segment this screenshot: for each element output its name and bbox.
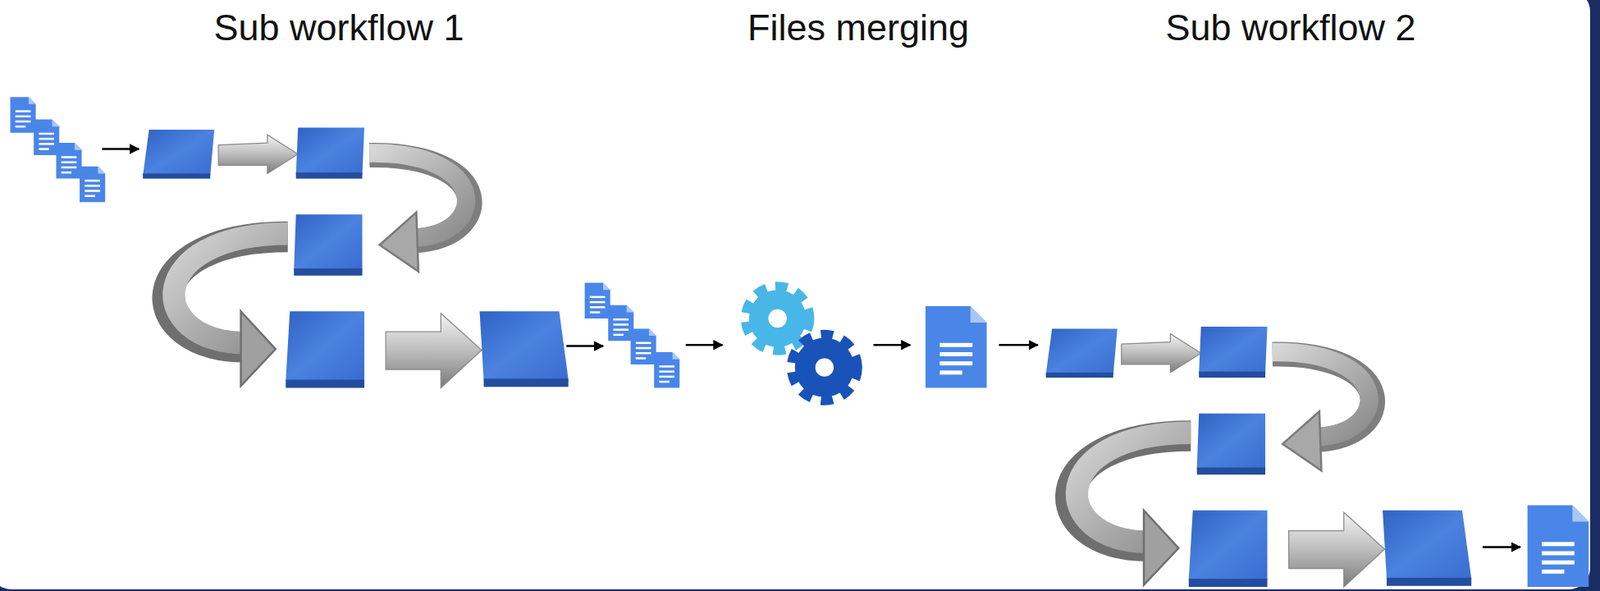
section-heading: Sub workflow 2 [1165,6,1416,50]
section-heading: Files merging [747,6,970,50]
section-heading: Sub workflow 1 [213,6,464,50]
gears [748,288,856,398]
